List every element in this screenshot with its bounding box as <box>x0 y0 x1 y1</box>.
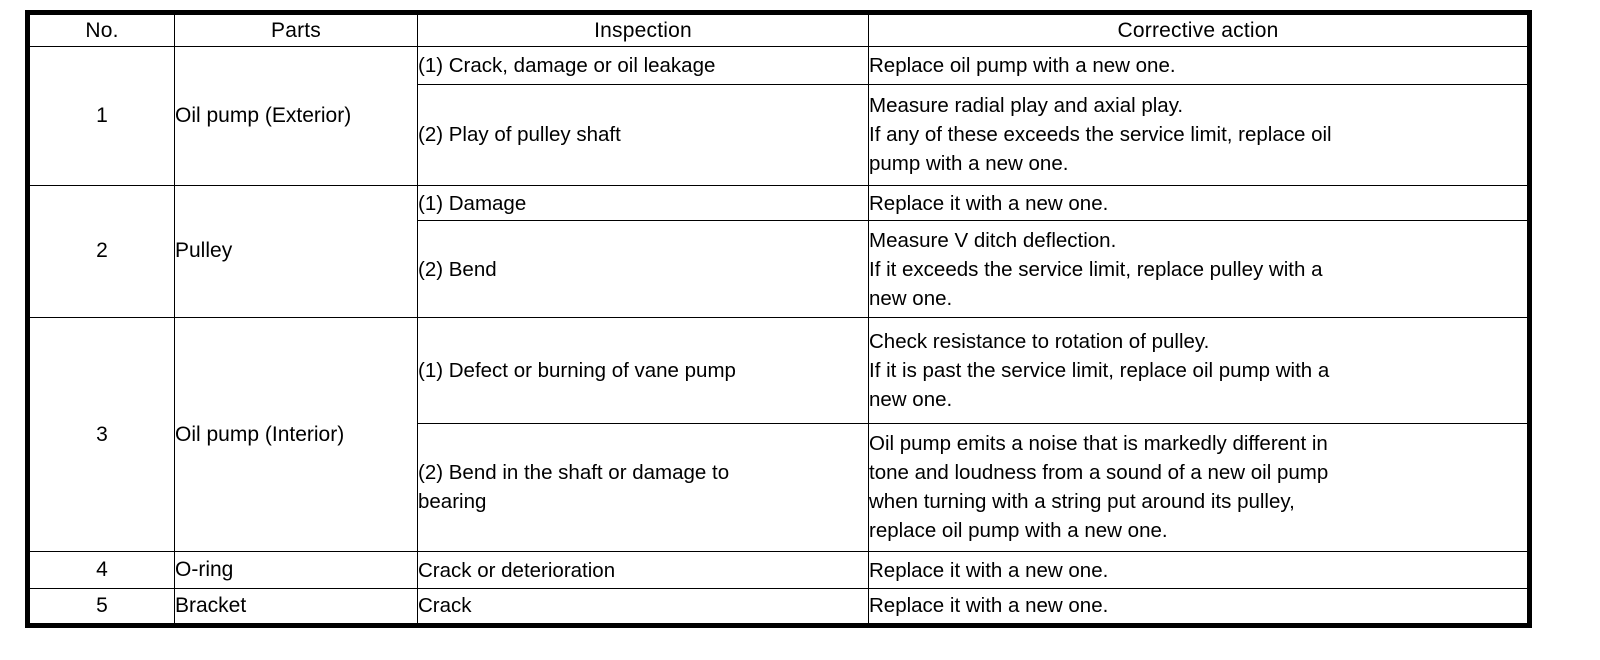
table-row: 4 O-ring Crack or deterioration Replace … <box>27 551 1530 589</box>
inspection-line: Crack <box>418 594 472 618</box>
cell-inspection: (1) Crack, damage or oil leakage <box>417 46 869 85</box>
corrective-line: Check resistance to rotation of pulley. <box>869 329 1210 353</box>
cell-no: 4 <box>27 551 175 589</box>
inspection-line: (1) Crack, damage or oil leakage <box>418 53 716 77</box>
inspection-line: Crack or deterioration <box>418 558 616 582</box>
cell-inspection: (1) Defect or burning of vane pump <box>417 316 869 424</box>
inspection-line: (2) Bend <box>418 257 497 281</box>
corrective-line: Replace it with a new one. <box>869 594 1109 618</box>
corrective-line: tone and loudness from a sound of a new … <box>869 461 1329 485</box>
corrective-line: new one. <box>869 286 953 310</box>
corrective-line: Oil pump emits a noise that is markedly … <box>869 432 1328 456</box>
column-header-parts: Parts <box>174 12 418 47</box>
table-body: 1 Oil pump (Exterior) (1) Crack, damage … <box>27 46 1530 627</box>
cell-part: Oil pump (Interior) <box>174 316 418 553</box>
cell-no: 2 <box>27 184 175 318</box>
cell-corrective: Measure radial play and axial play. If a… <box>868 83 1530 186</box>
table-row: 5 Bracket Crack Replace it with a new on… <box>27 587 1530 627</box>
cell-inspection: (2) Bend in the shaft or damage to beari… <box>417 422 869 553</box>
cell-no: 1 <box>27 46 175 186</box>
column-header-inspection: Inspection <box>417 12 869 47</box>
cell-corrective: Oil pump emits a noise that is markedly … <box>868 422 1530 553</box>
cell-part: Bracket <box>174 587 418 627</box>
inspection-line: (1) Damage <box>418 191 527 215</box>
table-row: (2) Bend Measure V ditch deflection. If … <box>28 220 1530 318</box>
column-header-corrective-action: Corrective action <box>868 12 1530 47</box>
cell-corrective: Check resistance to rotation of pulley. … <box>868 316 1530 424</box>
table-header: No. Parts Inspection Corrective action <box>27 12 1530 47</box>
inspection-corrective-action-table: No. Parts Inspection Corrective action 1… <box>25 10 1532 628</box>
corrective-line: replace oil pump with a new one. <box>869 519 1168 543</box>
corrective-line: If it exceeds the service limit, replace… <box>869 257 1323 281</box>
cell-part: O-ring <box>174 551 418 589</box>
cell-inspection: Crack <box>417 587 869 627</box>
corrective-line: pump with a new one. <box>869 152 1069 176</box>
inspection-line: (1) Defect or burning of vane pump <box>418 358 736 382</box>
cell-no: 5 <box>27 587 175 627</box>
table-row: (2) Bend in the shaft or damage to beari… <box>28 422 1530 553</box>
corrective-line: when turning with a string put around it… <box>869 490 1295 514</box>
corrective-line: Replace it with a new one. <box>869 191 1109 215</box>
cell-part: Pulley <box>174 184 418 318</box>
inspection-line: (2) Play of pulley shaft <box>418 123 621 147</box>
table-row: 2 Pulley (1) Damage Replace it with a ne… <box>27 184 1530 318</box>
column-header-no: No. <box>27 12 175 47</box>
cell-corrective: Measure V ditch deflection. If it exceed… <box>868 220 1530 318</box>
cell-corrective: Replace it with a new one. <box>868 184 1530 222</box>
cell-no: 3 <box>27 316 175 553</box>
cell-corrective: Replace it with a new one. <box>868 551 1530 589</box>
cell-inspection: (2) Bend <box>417 220 869 318</box>
corrective-line: Measure radial play and axial play. <box>869 94 1184 118</box>
cell-inspection: Crack or deterioration <box>417 551 869 589</box>
table-header-row: No. Parts Inspection Corrective action <box>27 12 1530 47</box>
table-row: (2) Play of pulley shaft Measure radial … <box>28 83 1530 186</box>
corrective-line: new one. <box>869 387 953 411</box>
cell-inspection: (2) Play of pulley shaft <box>417 83 869 186</box>
corrective-line: If any of these exceeds the service limi… <box>869 123 1332 147</box>
cell-corrective: Replace it with a new one. <box>868 587 1530 627</box>
cell-corrective: Replace oil pump with a new one. <box>868 46 1530 85</box>
corrective-line: Replace it with a new one. <box>869 558 1109 582</box>
inspection-line: (2) Bend in the shaft or damage to <box>418 461 730 485</box>
cell-part: Oil pump (Exterior) <box>174 46 418 186</box>
table-row: 3 Oil pump (Interior) (1) Defect or burn… <box>27 316 1530 553</box>
inspection-line: bearing <box>418 490 487 514</box>
cell-inspection: (1) Damage <box>417 184 869 222</box>
corrective-line: If it is past the service limit, replace… <box>869 358 1330 382</box>
table-row: 1 Oil pump (Exterior) (1) Crack, damage … <box>27 46 1530 186</box>
corrective-line: Replace oil pump with a new one. <box>869 53 1176 77</box>
corrective-line: Measure V ditch deflection. <box>869 228 1117 252</box>
